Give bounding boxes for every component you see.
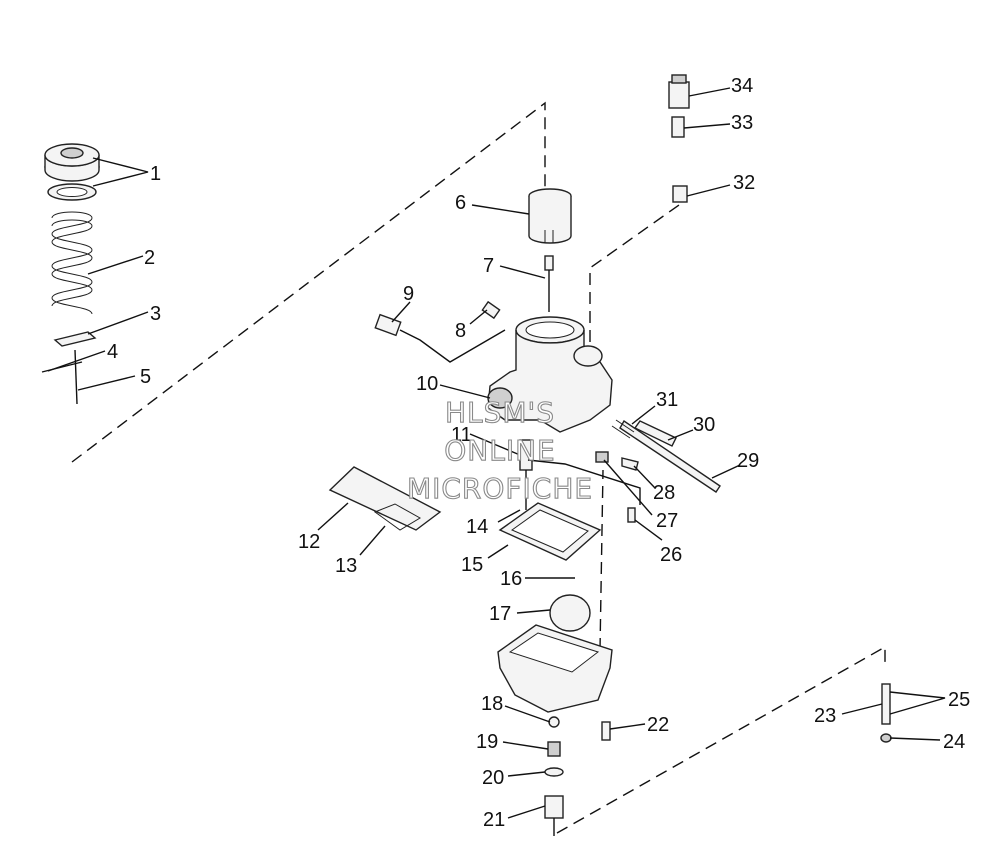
cap-ring-1 <box>44 143 100 201</box>
top-parts-32-34 <box>668 74 690 203</box>
callout-9: 9 <box>403 283 414 305</box>
callout-13: 13 <box>335 555 357 577</box>
callout-10: 10 <box>416 373 438 395</box>
callout-24: 24 <box>943 731 965 753</box>
callout-4: 4 <box>107 341 118 363</box>
callout-7: 7 <box>483 255 494 277</box>
drain-parts-18-21 <box>544 716 564 836</box>
float-chamber <box>497 624 613 713</box>
callout-12: 12 <box>298 531 320 553</box>
throttle-valve-6 <box>528 188 572 244</box>
jet-needle-7 <box>544 255 554 312</box>
needle-clip-4-5 <box>41 349 83 405</box>
plate-3 <box>53 331 97 347</box>
watermark: HLSM'S ONLINE MICROFICHE <box>406 395 593 505</box>
callout-21: 21 <box>483 809 505 831</box>
callout-22: 22 <box>647 714 669 736</box>
callout-15: 15 <box>461 554 483 576</box>
watermark-line-1: HLSM'S <box>445 396 555 429</box>
callout-29: 29 <box>737 450 759 472</box>
callout-14: 14 <box>466 516 488 538</box>
callout-32: 32 <box>733 172 755 194</box>
callout-31: 31 <box>656 389 678 411</box>
callout-28: 28 <box>653 482 675 504</box>
leader-lines <box>47 87 946 819</box>
screw-22 <box>601 721 611 741</box>
callout-19: 19 <box>476 731 498 753</box>
callout-5: 5 <box>140 366 151 388</box>
screws-26-28 <box>595 451 639 523</box>
callout-34: 34 <box>731 75 753 97</box>
callout-30: 30 <box>693 414 715 436</box>
callout-3: 3 <box>150 303 161 325</box>
gasket-plate-12-13 <box>328 466 442 531</box>
choke-9 <box>374 313 506 363</box>
watermark-line-2: ONLINE <box>444 434 555 467</box>
callout-16: 16 <box>500 568 522 590</box>
callout-23: 23 <box>814 705 836 727</box>
callout-labels: 1 2 3 4 5 6 7 8 9 10 11 12 13 14 15 16 1… <box>107 75 970 831</box>
float-gasket-15 <box>498 502 602 561</box>
callout-6: 6 <box>455 192 466 214</box>
spring-2 <box>51 211 93 315</box>
pin-8 <box>481 300 501 320</box>
assembly-lines <box>71 101 886 834</box>
callout-27: 27 <box>656 510 678 532</box>
callout-1: 1 <box>150 163 161 185</box>
callout-25: 25 <box>948 689 970 711</box>
callout-33: 33 <box>731 112 753 134</box>
callout-26: 26 <box>660 544 682 566</box>
callout-8: 8 <box>455 320 466 342</box>
callout-18: 18 <box>481 693 503 715</box>
pin-23-24 <box>880 683 892 743</box>
carburetor-body-10 <box>487 316 613 433</box>
callout-2: 2 <box>144 247 155 269</box>
callout-20: 20 <box>482 767 504 789</box>
callout-17: 17 <box>489 603 511 625</box>
callout-11: 11 <box>451 424 472 446</box>
rods-29-30-31 <box>611 419 721 493</box>
watermark-line-3: MICROFICHE <box>407 472 593 505</box>
float-17 <box>549 594 591 632</box>
